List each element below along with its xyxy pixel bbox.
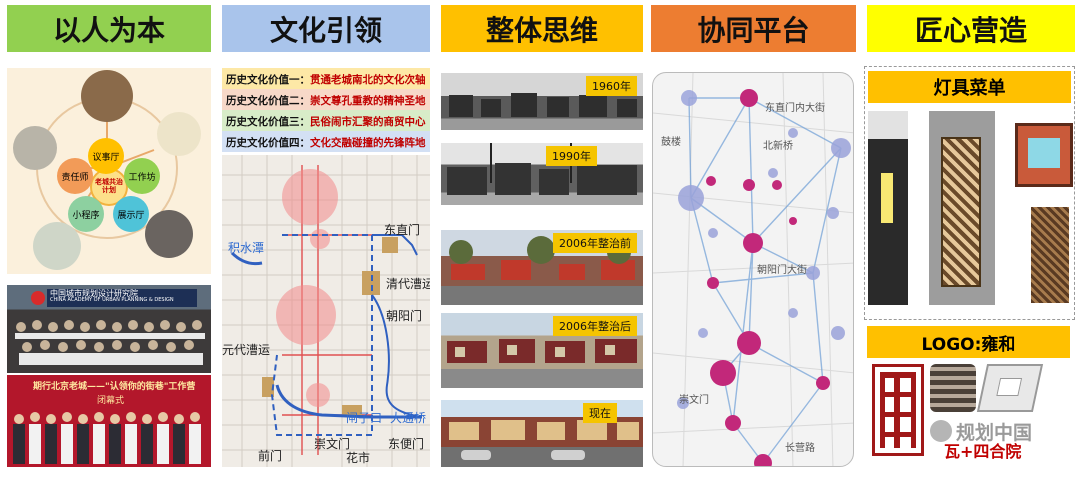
wheel-node-exhibition: 展示厅: [113, 196, 149, 232]
watermark-logo-icon: [930, 420, 952, 442]
group-photo-academy: 中国城市规划设计研究院 CHINA ACADEMY OF URBAN PLANN…: [7, 285, 211, 373]
map-label-chaoyangmen: 朝阳门: [386, 309, 423, 323]
lighting-menu-panel: 灯具菜单: [864, 66, 1075, 320]
map-label-zhazikou: 闸子口: [346, 411, 383, 425]
street-photo-now: 现在: [441, 400, 643, 467]
map-label-yuan-canal: 元代漕运: [222, 343, 271, 357]
map-label-chongwenmen: 崇文门: [314, 437, 351, 451]
tile-roof-image: [930, 364, 976, 412]
ceremony-crowd-graphic: [13, 412, 201, 464]
header-culture-lead: 文化引领: [222, 5, 430, 52]
historic-map-panel: 东直门 积水潭 清代漕运 朝阳门 元代漕运 崇文门 东便门 前门 花市 大通桥 …: [222, 155, 430, 467]
photo-label-now: 现在: [583, 403, 617, 423]
cultural-value-2: 历史文化价值二：崇文尊孔重教的精神圣地: [226, 95, 426, 107]
logo-seal-image: [872, 364, 924, 456]
map-label-datongqiao: 大通桥: [390, 411, 427, 425]
map-label-huashi: 花市: [346, 451, 371, 465]
lamp-wall-image: [929, 111, 995, 305]
map-label-dongzhimen: 东直门: [384, 223, 421, 237]
crowd-graphic: [15, 320, 205, 365]
header-collaborative-platform: 协同平台: [651, 5, 856, 52]
network-label-chongwenmen: 崇文门: [679, 395, 709, 406]
ceremony-subtitle: 闭幕式: [97, 396, 125, 406]
map-label-jishuitan: 积水潭: [228, 241, 265, 255]
seal-glyph-icon: [880, 372, 916, 448]
network-label-chaoyangmen-street: 朝阳门大街: [757, 265, 807, 276]
cultural-value-3: 历史文化价值三：民俗闹市汇聚的商贸中心: [226, 116, 426, 128]
map-label-qianmen: 前门: [258, 449, 283, 463]
cultural-values-box: 历史文化价值一：贯通老城南北的文化次轴 历史文化价值二：崇文尊孔重教的精神圣地 …: [222, 68, 430, 152]
courtyard-model-image: [976, 364, 1044, 412]
ceremony-title: 期行北京老城——"认领你的街巷"工作营: [33, 382, 196, 392]
header-people-first: 以人为本: [7, 5, 211, 52]
academy-logo-icon: [31, 291, 45, 305]
lamp-post-image: [868, 111, 908, 305]
network-map-panel: 东直门内大街 北新桥 朝阳门大街 鼓楼 崇文门 长营路: [652, 72, 854, 467]
historic-map-graphic: [222, 155, 430, 467]
logo-title: LOGO:雍和: [867, 326, 1070, 358]
street-photo-1960: 1960年: [441, 73, 643, 130]
watermark-text: 规划中国: [956, 422, 1033, 444]
map-label-dongbianmen: 东便门: [388, 437, 425, 451]
map-label-qing-canal: 清代漕运: [386, 277, 430, 291]
network-label-beixinqiao: 北新桥: [763, 141, 793, 152]
wheel-node-council: 议事厅: [88, 138, 124, 174]
network-label-gulou: 鼓楼: [661, 137, 681, 148]
network-label-dongzhimen-street: 东直门内大街: [765, 103, 825, 114]
academy-banner: 中国城市规划设计研究院 CHINA ACADEMY OF URBAN PLANN…: [47, 289, 197, 307]
street-1960-graphic: [449, 93, 637, 117]
photo-label-2006-before: 2006年整治前: [553, 233, 637, 253]
wheel-node-workshop: 工作坊: [124, 158, 160, 194]
street-now-graphic: [449, 420, 639, 460]
network-graph: [653, 73, 853, 466]
header-craftsmanship: 匠心营造: [867, 5, 1075, 52]
street-2006-before-graphic: [449, 236, 635, 280]
header-holistic-thinking: 整体思维: [441, 5, 643, 52]
street-photo-1990: 1990年: [441, 143, 643, 205]
street-photo-2006-before: 2006年整治前: [441, 230, 643, 305]
street-1990-graphic: [447, 143, 637, 195]
street-photo-2006-after: 2006年整治后: [441, 313, 643, 388]
street-2006-after-graphic: [447, 339, 637, 363]
photo-label-2006-after: 2006年整治后: [553, 316, 637, 336]
wheel-node-miniprogram: 小程序: [68, 196, 104, 232]
cultural-value-1: 历史文化价值一：贯通老城南北的文化次轴: [226, 74, 426, 86]
photo-label-1990: 1990年: [546, 146, 597, 166]
ceremony-photo: 期行北京老城——"认领你的街巷"工作营 闭幕式: [7, 375, 211, 467]
wheel-node-responsible-planner: 责任师: [57, 158, 93, 194]
lamp-column-image: [1031, 207, 1069, 303]
photo-label-1960: 1960年: [586, 76, 637, 96]
logo-caption: 瓦+四合院: [944, 442, 1022, 461]
participation-wheel-panel: 老城共治计划 议事厅 工作坊 展示厅 小程序 责任师: [7, 68, 211, 274]
cultural-value-4: 历史文化价值四：文化交融碰撞的先锋阵地: [226, 137, 426, 149]
lamp-lantern-image: [1015, 123, 1073, 187]
logo-panel: LOGO:雍和 规划中国 瓦+四合院: [864, 324, 1075, 467]
network-label-changying-road: 长营路: [785, 443, 815, 454]
lighting-menu-title: 灯具菜单: [868, 71, 1071, 103]
